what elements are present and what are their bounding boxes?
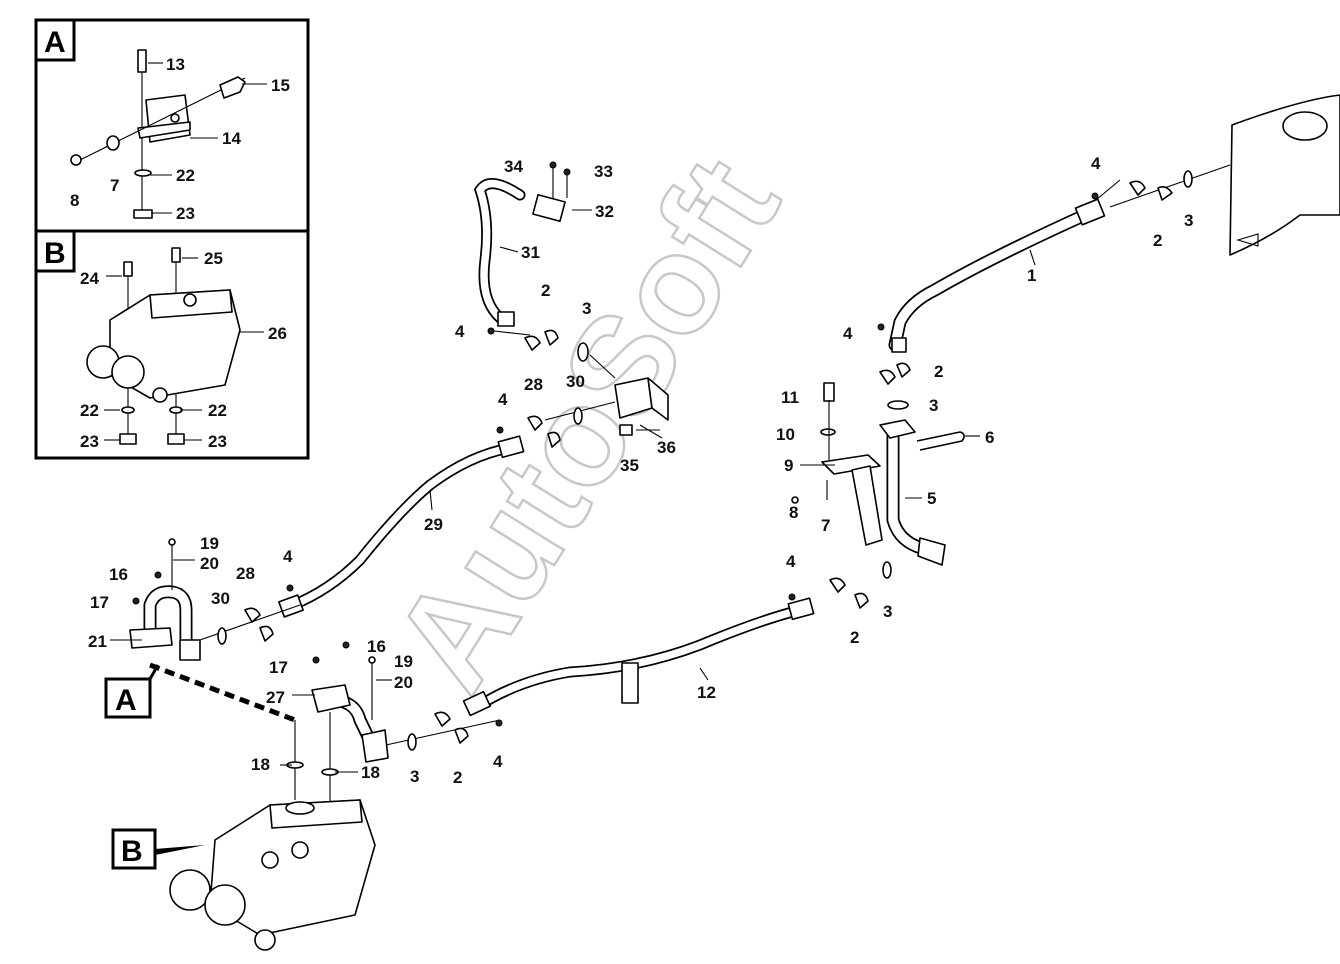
label-24: 24 [80,269,99,288]
label-10: 10 [776,425,795,444]
detail-panels: A B [34,18,310,460]
dashed-link-a [149,662,296,723]
label-4f: 4 [283,547,293,566]
label-12: 12 [697,683,716,702]
label-23b: 23 [80,432,99,451]
label-34: 34 [504,157,523,176]
label-23c: 23 [208,432,227,451]
part-number-labels: 13 15 14 8 7 22 23 24 25 26 22 22 23 23 … [70,55,1193,787]
label-4: 4 [455,322,465,341]
label-18: 18 [251,755,270,774]
label-20: 20 [200,554,219,573]
label-8b: 8 [789,503,798,522]
label-3e: 3 [410,767,419,786]
label-21: 21 [88,632,107,651]
pipe-21 [129,585,301,661]
label-2b: 2 [1153,231,1162,250]
label-6: 6 [985,428,994,447]
bracket-9 [821,431,965,546]
clamps-and-seals [217,170,1193,776]
label-13: 13 [166,55,185,74]
label-7b: 7 [821,516,830,535]
label-32: 32 [595,202,614,221]
label-31: 31 [521,243,540,262]
small-bolts [132,161,1099,727]
label-17b: 17 [269,658,288,677]
label-36: 36 [657,438,676,457]
main-valve-block [169,799,376,951]
label-2: 2 [541,281,550,300]
label-22c: 22 [208,401,227,420]
label-33: 33 [594,162,613,181]
label-28b: 28 [236,564,255,583]
label-30b: 30 [211,589,230,608]
leader-lines [110,209,1036,773]
svg-text:A: A [115,684,137,717]
label-35: 35 [620,456,639,475]
svg-text:B: B [121,835,143,868]
label-22: 22 [176,166,195,185]
callout-b: B [111,828,205,870]
label-30: 30 [566,372,585,391]
label-4b: 4 [498,390,508,409]
label-3d: 3 [883,602,892,621]
label-16b: 16 [367,637,386,656]
label-20b: 20 [394,673,413,692]
pipe-27 [311,684,501,763]
panel-b-letter: B [44,237,66,270]
label-28: 28 [524,375,543,394]
label-11: 11 [781,388,799,407]
label-8: 8 [70,191,79,210]
label-4d: 4 [843,324,853,343]
label-26: 26 [268,324,287,343]
label-3b: 3 [1184,211,1193,230]
label-3: 3 [582,299,591,318]
label-27: 27 [266,688,285,707]
label-25: 25 [204,249,223,268]
hose-12 [462,597,815,717]
label-16: 16 [109,565,128,584]
label-7: 7 [110,176,119,195]
label-1: 1 [1027,266,1036,285]
hose-31 [473,178,566,327]
label-4g: 4 [493,752,503,771]
hose-1 [888,198,1106,353]
label-5: 5 [927,489,936,508]
label-4e: 4 [786,552,796,571]
tank-outline [1109,94,1340,256]
panel-a-letter: A [44,26,66,59]
hose-29 [278,435,525,618]
label-19: 19 [200,534,219,553]
label-23: 23 [176,204,195,223]
label-15: 15 [271,76,290,95]
label-22b: 22 [80,401,99,420]
label-2e: 2 [453,768,462,787]
label-17: 17 [90,593,109,612]
label-14: 14 [222,129,241,148]
panel-b-valve-block [86,247,264,445]
callout-a: A [104,664,160,719]
label-9: 9 [784,456,793,475]
label-29: 29 [424,515,443,534]
pipe-5 [879,419,946,566]
label-3c: 3 [929,396,938,415]
panel-a-bracket-assembly [70,49,267,219]
label-2d: 2 [850,628,859,647]
label-2c: 2 [934,362,943,381]
label-4c: 4 [1091,154,1101,173]
label-19b: 19 [394,652,413,671]
label-18b: 18 [361,763,380,782]
